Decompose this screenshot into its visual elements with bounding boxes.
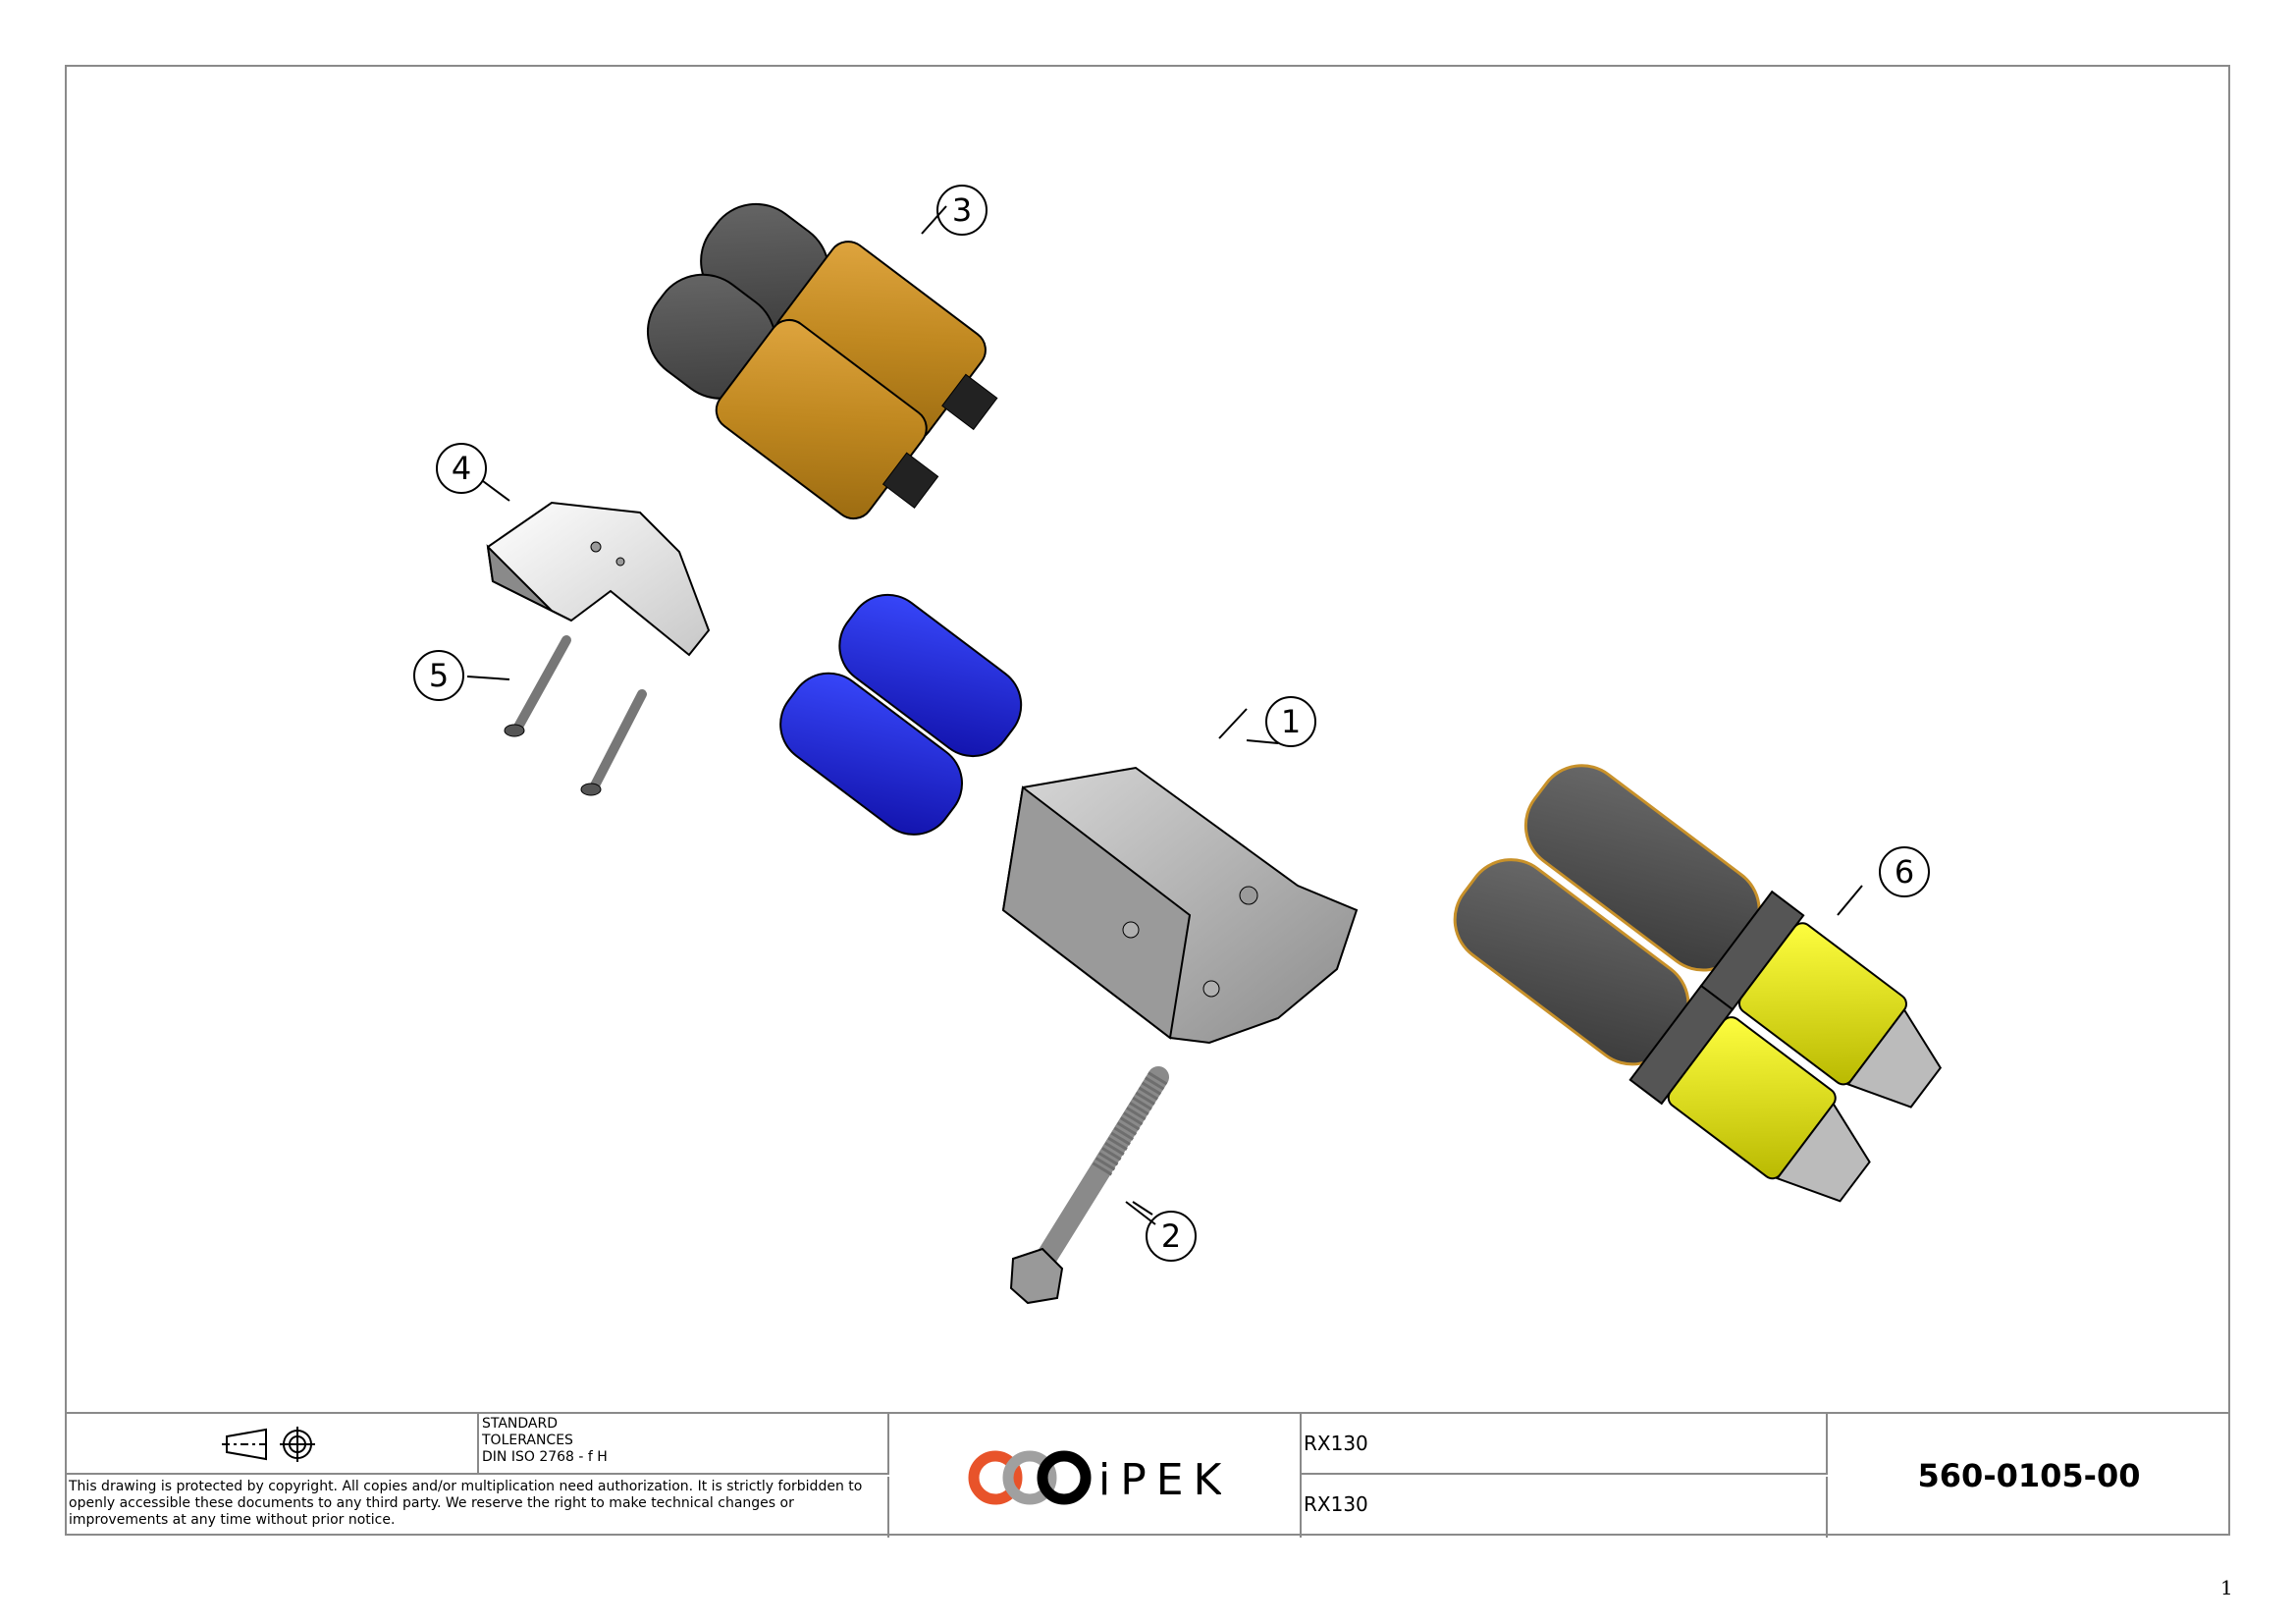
- part-6-drum-assembly: [1453, 764, 1943, 1203]
- part-2-cap-screw: [1009, 1066, 1169, 1305]
- logo-text: iPEK: [1098, 1455, 1221, 1505]
- projection-cell: [67, 1414, 479, 1475]
- page-number: 1: [2220, 1576, 2233, 1599]
- balloon-5: 5: [413, 650, 464, 701]
- title-line-1: RX130: [1304, 1432, 1368, 1455]
- exploded-assembly-view: [466, 202, 1943, 1305]
- document-number: 560-0105-00: [1917, 1457, 2141, 1494]
- title-block: STANDARD TOLERANCES DIN ISO 2768 - f H T…: [67, 1412, 2230, 1538]
- logo-ring-black-icon: [1037, 1450, 1092, 1505]
- logo-ring-orange-icon: [968, 1450, 1023, 1505]
- part-1-main-body: [779, 593, 1359, 1045]
- title-line-2: RX130: [1304, 1492, 1368, 1516]
- balloon-3: 3: [936, 185, 988, 236]
- copyright-cell: This drawing is protected by copyright. …: [67, 1477, 889, 1538]
- projection-symbol-icon: [222, 1427, 315, 1462]
- part-3-gear-motors: [646, 202, 998, 520]
- balloon-4: 4: [436, 443, 487, 494]
- title-line-2-cell: RX130: [1302, 1477, 1828, 1538]
- tolerance-cell: STANDARD TOLERANCES DIN ISO 2768 - f H: [479, 1414, 889, 1475]
- balloon-2: 2: [1146, 1211, 1197, 1262]
- copyright-notice: This drawing is protected by copyright. …: [69, 1479, 863, 1528]
- drawing-frame: 1 2 3 4 5 6 STANDARD TOLERANCES DIN ISO …: [65, 65, 2232, 1538]
- ipek-logo: iPEK: [968, 1450, 1221, 1505]
- part-4-clamp-bracket: [486, 501, 711, 657]
- drawing-area: 1 2 3 4 5 6: [67, 67, 2232, 1412]
- tolerances-label: TOLERANCES: [482, 1433, 573, 1448]
- standard-label: STANDARD: [482, 1416, 559, 1432]
- balloon-1: 1: [1265, 696, 1316, 747]
- balloon-6: 6: [1879, 846, 1930, 897]
- logo-cell: iPEK: [889, 1414, 1302, 1538]
- title-line-1-cell: RX130: [1302, 1414, 1828, 1475]
- document-number-cell: 560-0105-00: [1828, 1414, 2230, 1538]
- logo-ring-grey-icon: [1002, 1450, 1057, 1505]
- part-5-countersunk-screws: [504, 635, 647, 796]
- tolerance-standard: DIN ISO 2768 - f H: [482, 1449, 608, 1465]
